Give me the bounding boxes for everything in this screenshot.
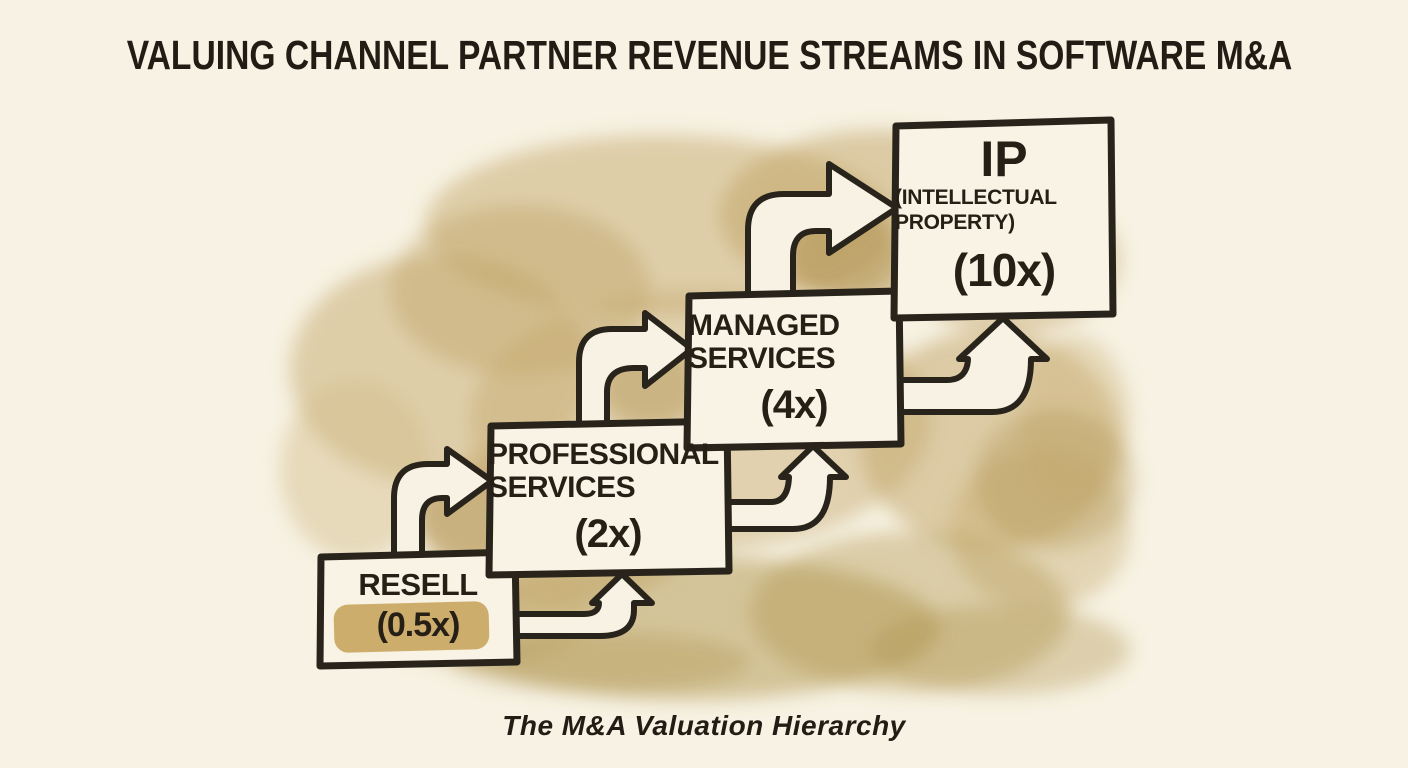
diagram-caption: The M&A Valuation Hierarchy xyxy=(502,710,906,741)
step-box-ip xyxy=(890,116,1117,322)
highlight-swatch xyxy=(333,601,490,653)
diagram-title: VALUING CHANNEL PARTNER REVENUE STREAMS … xyxy=(126,32,1293,78)
curved-arrow-icon xyxy=(391,446,495,561)
up-arrow-icon xyxy=(897,315,1050,415)
step-label: RESELL xyxy=(358,567,478,602)
up-arrow-icon xyxy=(725,443,849,532)
step-multiple: (2x) xyxy=(574,512,642,556)
step-label: IP xyxy=(980,131,1028,187)
step-multiple: (4x) xyxy=(760,383,828,427)
step-label: MANAGED SERVICES xyxy=(688,309,840,375)
step-box-managed-services xyxy=(683,287,905,452)
step-professional-services-text: PROFESSIONAL SERVICES (2x) xyxy=(488,438,728,558)
step-ip-text: IP (INTELLECTUAL PROPERTY) (10x) xyxy=(895,133,1113,297)
step-resell-text: RESELL (0.5x) xyxy=(320,568,516,647)
step-multiple: (0.5x) xyxy=(376,606,461,644)
up-arrow-icon xyxy=(512,571,655,639)
step-label: PROFESSIONAL SERVICES xyxy=(488,438,719,504)
step-managed-services-text: MANAGED SERVICES (4x) xyxy=(688,309,900,429)
step-box-professional-services xyxy=(485,417,733,579)
curved-arrow-icon xyxy=(576,310,695,430)
step-sublabel: (INTELLECTUAL PROPERTY) xyxy=(895,186,1057,234)
step-multiple: (10x) xyxy=(952,244,1056,296)
